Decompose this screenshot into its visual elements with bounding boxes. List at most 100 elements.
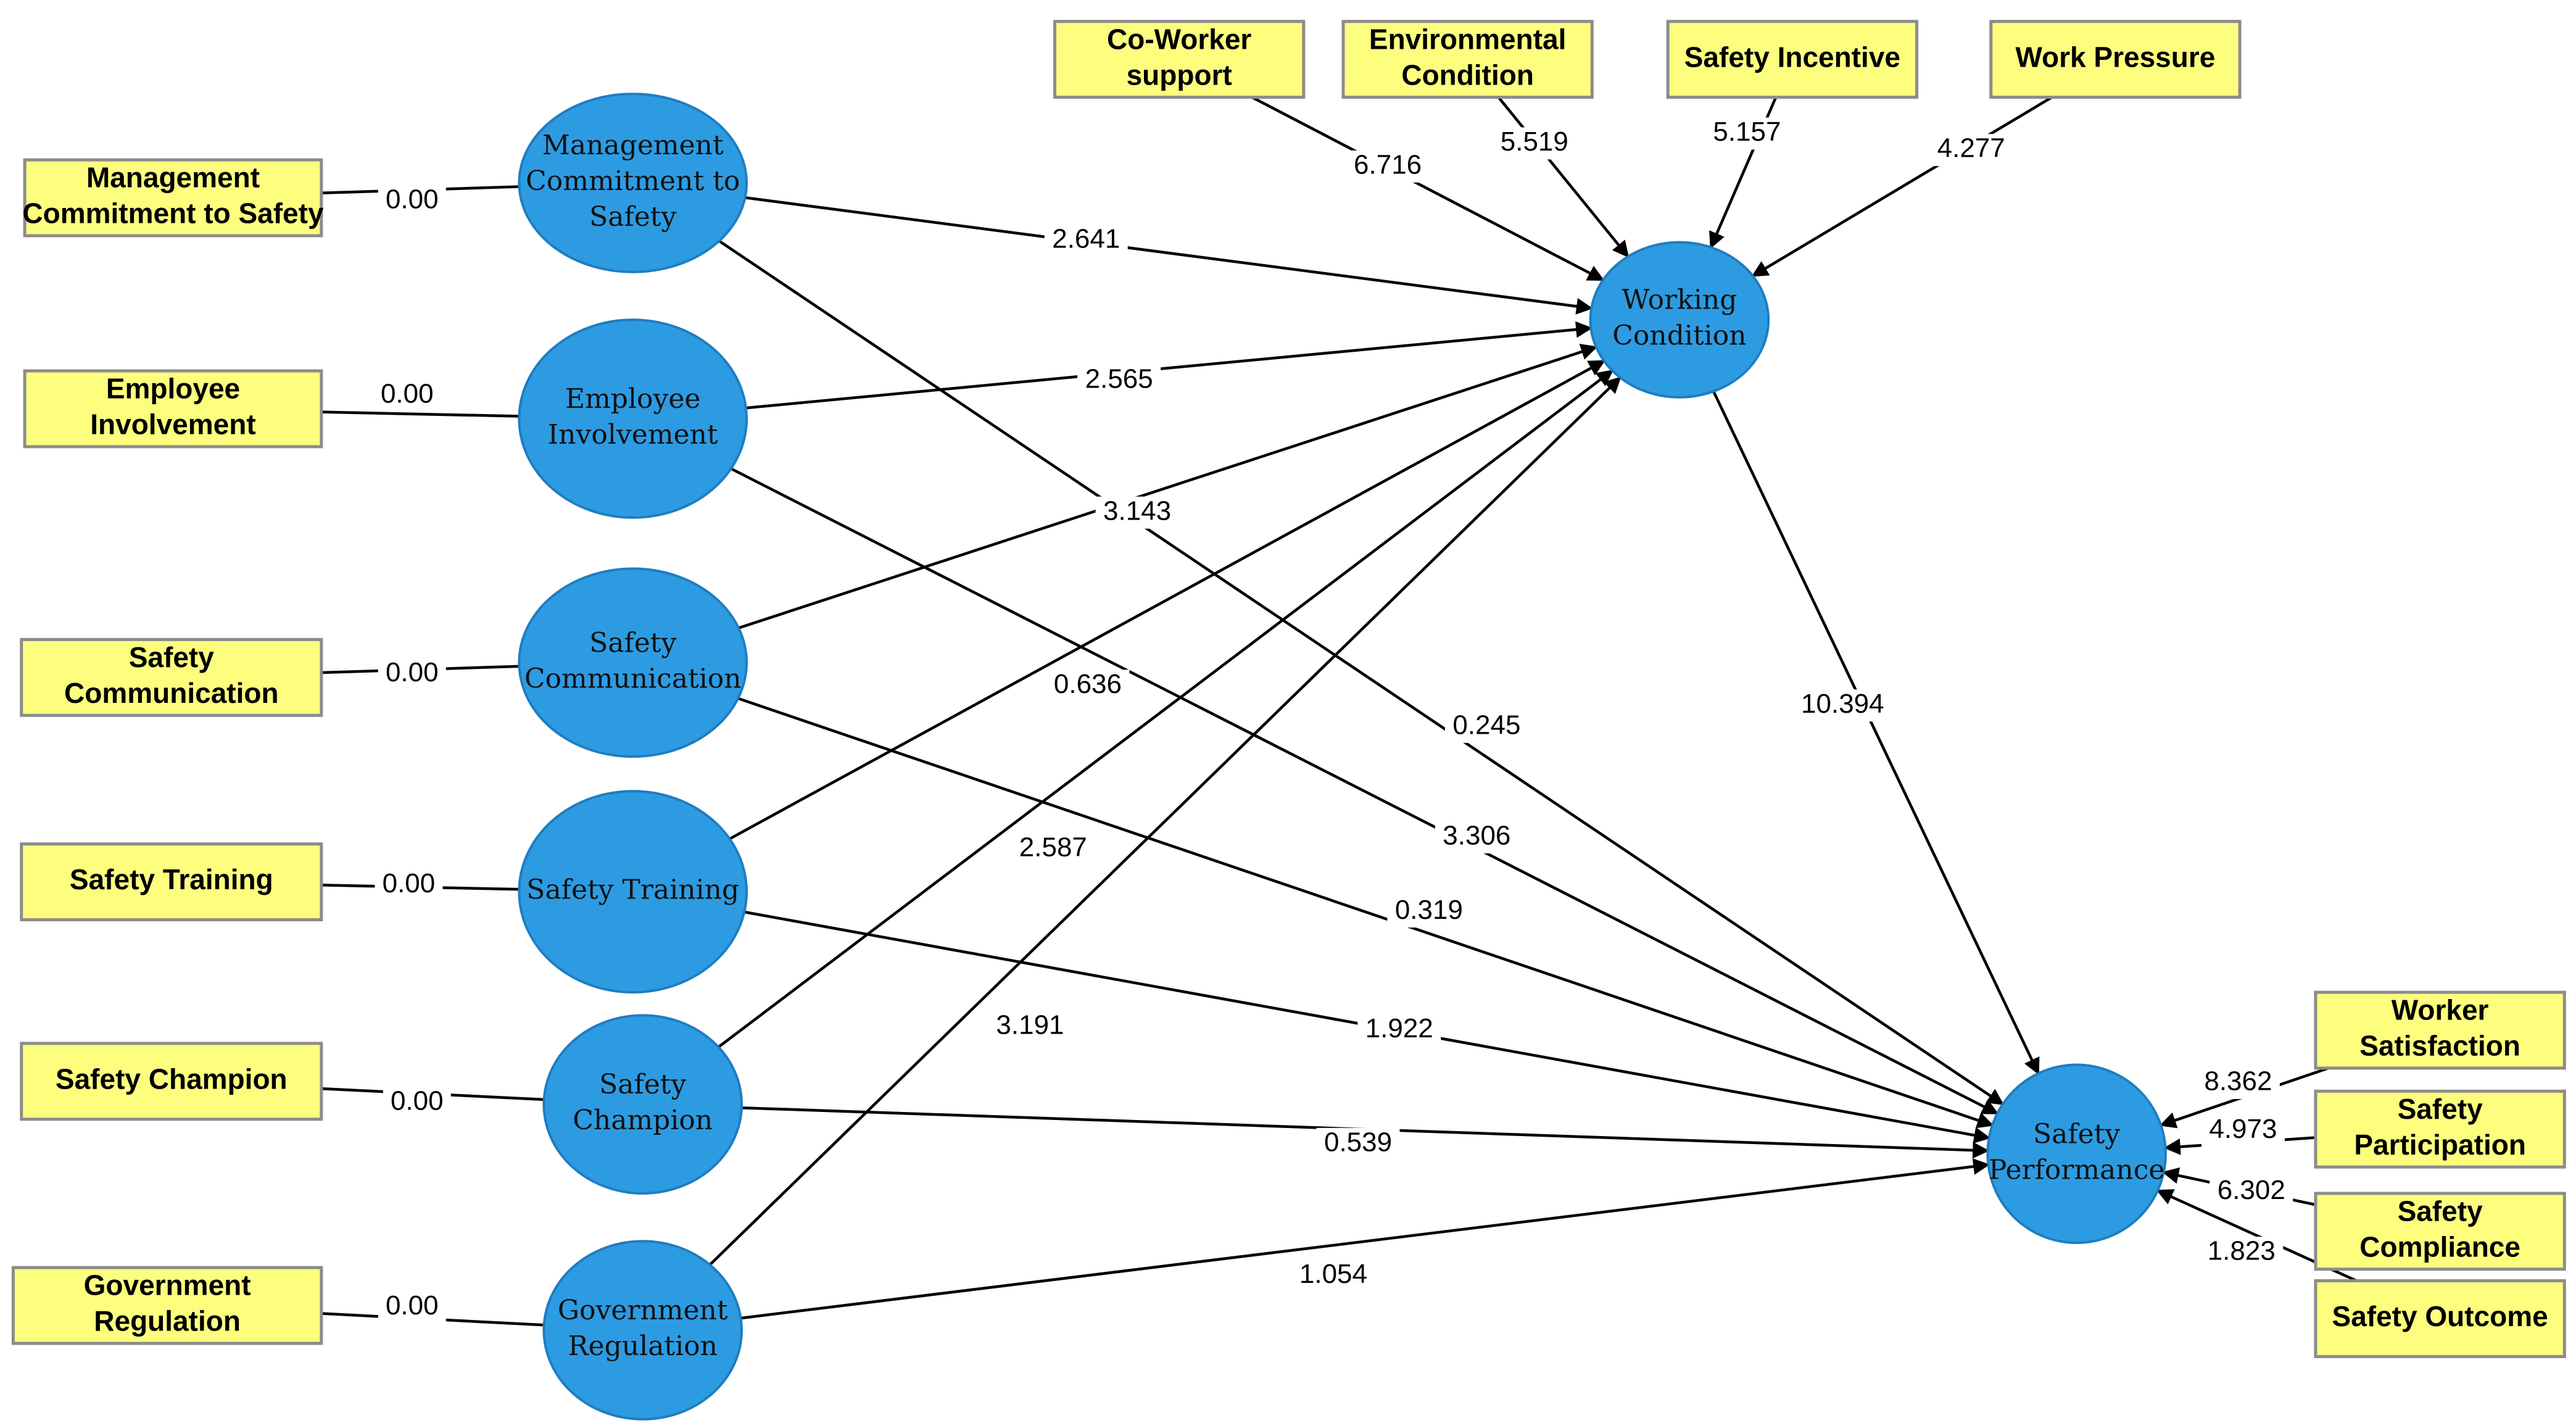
latent-label: Safety: [589, 201, 676, 233]
label-background: [383, 1086, 451, 1119]
path-arrow-wc-to-spf: [1712, 391, 2040, 1076]
label-background: [1291, 1259, 1375, 1292]
edge-label-group: 10.394: [1793, 689, 1892, 722]
latent-ellipse: [518, 567, 748, 758]
label-background: [2209, 1176, 2293, 1208]
indicator-box: [20, 1042, 323, 1121]
indicator-label: Safety Champion: [56, 1063, 288, 1095]
path-coefficient-label: 6.716: [1354, 149, 1422, 180]
latent-label: Safety: [599, 1069, 686, 1100]
label-background: [2200, 1237, 2284, 1269]
path-arrow-ec-ind-to-wc: [1497, 96, 1630, 258]
edge-label-group: 0.00: [375, 868, 443, 902]
latent-ellipse: [1589, 241, 1770, 399]
latent-label: Working: [1621, 284, 1737, 316]
path-coefficient-label: 3.306: [1443, 821, 1510, 851]
edge-label-group: 5.519: [1493, 127, 1576, 160]
label-background: [378, 185, 446, 217]
label-background: [1011, 832, 1095, 865]
label-background: [373, 380, 441, 412]
edge-label-group: 2.587: [1011, 832, 1095, 865]
latent-label: Safety Training: [526, 874, 739, 906]
edge-label-group: 2.641: [1044, 224, 1128, 257]
edge-label-group: 0.245: [1444, 710, 1528, 743]
path-arrow-sc-to-wc: [738, 344, 1598, 629]
indicator-box: [2314, 990, 2566, 1070]
path-coefficient-label: 0.00: [391, 1086, 444, 1116]
path-coefficient-label: 0.00: [386, 657, 439, 687]
label-background: [1346, 150, 1430, 183]
edge-label-group: 0.00: [383, 1086, 451, 1119]
indicator-label: Satisfaction: [2359, 1030, 2520, 1062]
indicator-box: [1341, 20, 1594, 99]
indicator-label: Safety Outcome: [2332, 1300, 2548, 1332]
indicator-label: Co-Worker: [1107, 23, 1251, 55]
label-background: [1046, 670, 1130, 702]
indicator-box: [1989, 20, 2242, 99]
path-coefficient-label: 3.143: [1103, 496, 1171, 526]
path-coefficient-label: 3.191: [996, 1010, 1064, 1040]
latent-label: Champion: [573, 1105, 713, 1136]
edge-label-group: 5.157: [1705, 117, 1789, 150]
edge-label-group: 0.539: [1316, 1127, 1400, 1160]
latent-ellipse: [542, 1014, 743, 1195]
indicator-box: [23, 158, 323, 238]
path-arrow-mcs-to-wc: [745, 196, 1593, 315]
label-background: [1316, 1127, 1400, 1160]
edge-label-group: 6.302: [2209, 1175, 2293, 1208]
indicator-so-ind: Safety Outcome: [2314, 1279, 2566, 1358]
latent-label: Management: [542, 130, 724, 161]
path-coefficient-label: 1.054: [1299, 1259, 1367, 1289]
edge-label-group: 3.143: [1095, 496, 1179, 529]
indicator-box: [20, 842, 323, 921]
latent-label: Employee: [565, 383, 701, 415]
latent-ellipse: [1986, 1063, 2167, 1245]
label-background: [1077, 365, 1161, 397]
path-coefficient-label: 0.636: [1054, 669, 1122, 699]
indicator-label: Safety: [2398, 1093, 2483, 1125]
label-background: [1705, 117, 1789, 150]
label-background: [1387, 895, 1471, 928]
path-arrow-cw-ind-to-wc: [1251, 96, 1605, 281]
indicator-label: Management: [86, 162, 260, 194]
path-coefficient-label: 2.641: [1052, 224, 1120, 254]
label-background: [378, 1291, 446, 1324]
path-coefficient-label: 5.519: [1501, 127, 1568, 157]
edge-label-group: 1.054: [1291, 1259, 1375, 1292]
path-coefficient-label: 5.157: [1713, 117, 1781, 147]
latent-ellipse: [518, 93, 748, 273]
label-background: [375, 869, 443, 902]
latent-label: Safety: [589, 627, 676, 658]
label-background: [1357, 1014, 1441, 1047]
path-arrow-ei-to-spf: [730, 467, 1999, 1115]
latent-label: Safety: [2033, 1118, 2120, 1150]
path-arrow-gr-to-spf: [740, 1158, 1990, 1320]
indicator-box: [2314, 1089, 2566, 1169]
latent-ellipse: [518, 790, 748, 994]
latent-label: Condition: [1612, 320, 1746, 352]
latent-label: Commitment to: [526, 165, 740, 197]
indicator-label: Compliance: [2359, 1231, 2520, 1263]
latent-variable-st: Safety Training: [518, 790, 748, 994]
indicator-box: [2314, 1279, 2566, 1358]
indicator-box: [11, 1266, 323, 1345]
path-coefficient-label: 0.00: [386, 185, 439, 215]
indicator-wp-ind: Work Pressure: [1989, 20, 2242, 99]
path-coefficient-label: 4.277: [1937, 133, 2005, 164]
edge-label-group: 0.00: [378, 657, 446, 691]
indicator-box: [2314, 1192, 2566, 1271]
path-coefficient-label: 0.00: [381, 379, 434, 409]
latent-ellipse: [542, 1240, 743, 1421]
path-coefficient-label: 0.00: [386, 1290, 439, 1321]
indicator-label: Environmental: [1369, 23, 1567, 55]
edge-label-group: 4.277: [1929, 133, 2013, 167]
indicator-si-ind: Safety Incentive: [1666, 20, 1919, 99]
label-background: [988, 1011, 1072, 1043]
